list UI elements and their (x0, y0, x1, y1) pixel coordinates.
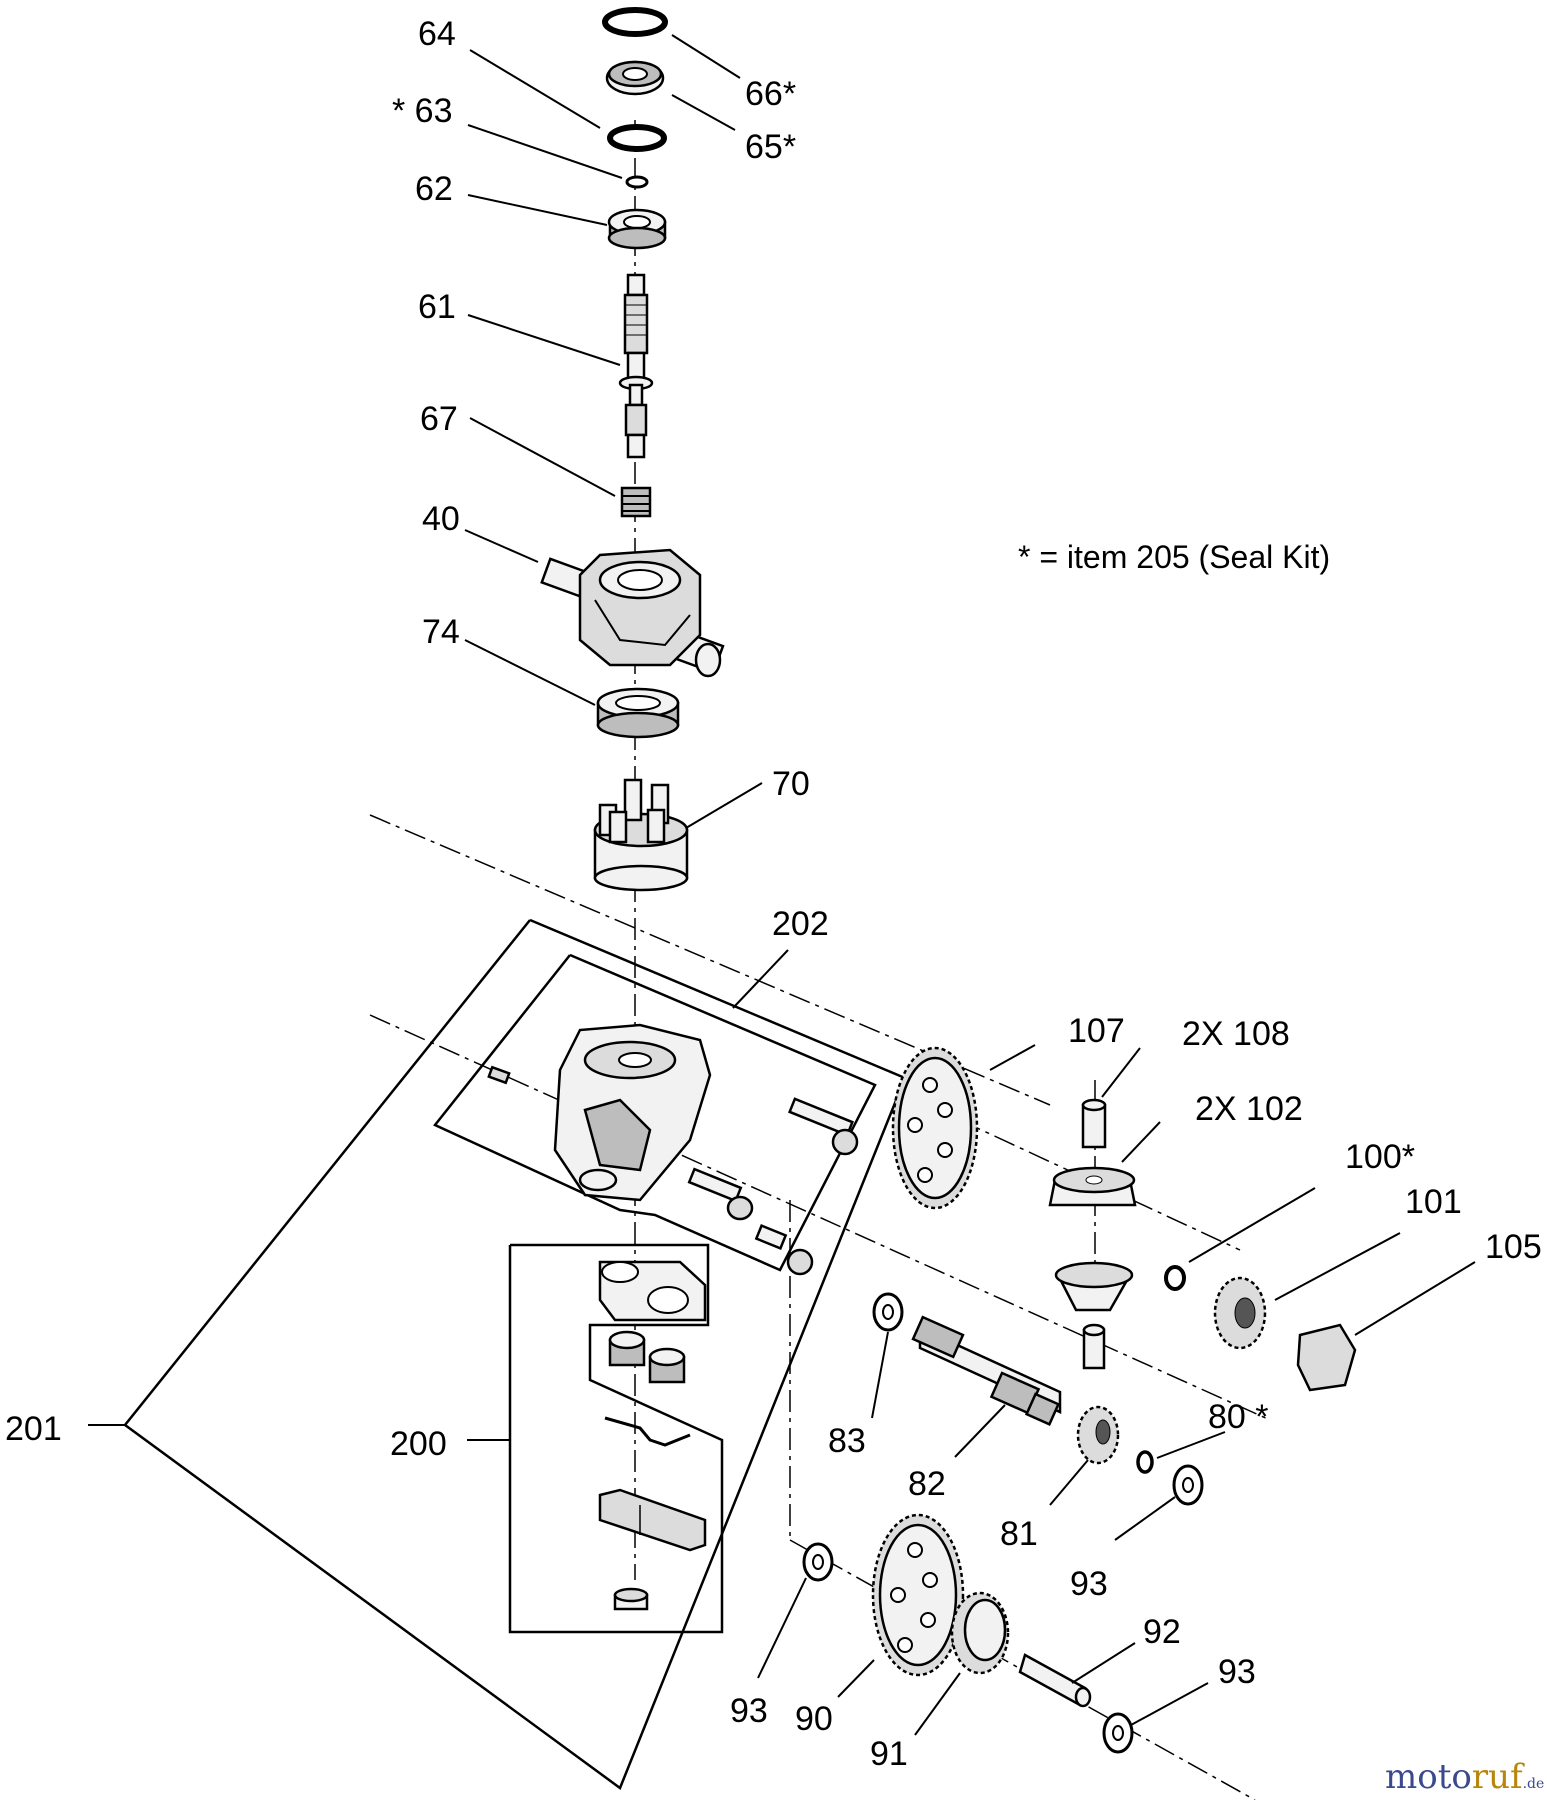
pin-108 (1081, 1098, 1107, 1149)
retaining-ring-66 (602, 7, 668, 37)
label-82: 82 (908, 1465, 946, 1503)
label-64: 64 (418, 15, 456, 53)
pin-lower (1082, 1323, 1106, 1370)
label-100: 100* (1345, 1138, 1415, 1176)
label-80: 80 * (1208, 1398, 1269, 1436)
label-101: 101 (1405, 1183, 1462, 1221)
gear-90 (871, 1513, 965, 1677)
swashplate-40 (540, 548, 725, 678)
housing-202 (487, 1023, 712, 1202)
label-81: 81 (1000, 1515, 1038, 1553)
assembly-200-outline (508, 1243, 724, 1634)
cylinder-block-70 (593, 778, 689, 892)
label-61: 61 (418, 288, 456, 326)
label-66: 66* (745, 75, 796, 113)
shaft-92 (1018, 1653, 1092, 1708)
label-63: * 63 (392, 92, 453, 130)
label-102: 2X 102 (1195, 1090, 1303, 1128)
label-83: 83 (828, 1422, 866, 1460)
part-labels: 64 66* * 63 65* 62 61 67 40 74 70 202 10… (5, 15, 1542, 1773)
bolt-lower (687, 1167, 754, 1221)
label-67: 67 (420, 400, 458, 438)
assembly-201-outline (123, 918, 907, 1790)
spring-67 (620, 486, 652, 518)
label-202: 202 (772, 905, 829, 943)
bevel-gear-lower (1054, 1261, 1134, 1312)
assembly-202-outline (433, 953, 877, 1272)
bolt-upper (788, 1097, 859, 1156)
label-74: 74 (422, 613, 460, 651)
label-40: 40 (422, 500, 460, 538)
washer-64 (607, 124, 667, 152)
label-65: 65* (745, 128, 796, 166)
gear-107 (891, 1046, 979, 1210)
label-90: 90 (795, 1700, 833, 1738)
leader-lines (88, 34, 1476, 1736)
washer-93-lower (1102, 1712, 1134, 1754)
label-201: 201 (5, 1410, 62, 1448)
label-70: 70 (772, 765, 810, 803)
label-93-lower: 93 (1218, 1653, 1256, 1691)
bearing-62 (607, 208, 667, 250)
o-ring-63 (625, 175, 649, 189)
filter-screen (598, 1488, 707, 1552)
washer-93-left (802, 1542, 834, 1582)
coupler-105 (1296, 1323, 1357, 1392)
bevel-gear-102 (1048, 1166, 1137, 1207)
label-92: 92 (1143, 1613, 1181, 1651)
filter-valves (608, 1330, 686, 1384)
shaft-61 (618, 273, 654, 459)
label-91: 91 (870, 1735, 908, 1773)
watermark-text: motoruf.de (1385, 1757, 1544, 1797)
label-200: 200 (390, 1425, 447, 1463)
label-107: 107 (1068, 1012, 1125, 1050)
ring-100 (1164, 1265, 1186, 1291)
pinion-81 (1076, 1405, 1120, 1465)
filter-cover (598, 1260, 707, 1322)
seal-kit-note: * = item 205 (Seal Kit) (1018, 539, 1330, 575)
thrust-bearing-74 (596, 687, 680, 739)
label-105: 105 (1485, 1228, 1542, 1266)
label-93-right: 93 (1070, 1565, 1108, 1603)
washer-83 (872, 1292, 904, 1332)
filter-spring-clip (604, 1416, 691, 1447)
ring-80 (1136, 1450, 1154, 1474)
pinion-91 (950, 1591, 1010, 1675)
seal-65 (605, 60, 665, 96)
label-93-left: 93 (730, 1692, 768, 1730)
watermark-logo: motoruf.de (1385, 1757, 1544, 1797)
shaft-82 (911, 1315, 1062, 1426)
label-62: 62 (415, 170, 453, 208)
label-108: 2X 108 (1182, 1015, 1290, 1053)
washer-93-right (1172, 1464, 1204, 1506)
nut (754, 1224, 814, 1276)
gear-101 (1213, 1276, 1267, 1350)
filter-magnet (613, 1587, 649, 1611)
